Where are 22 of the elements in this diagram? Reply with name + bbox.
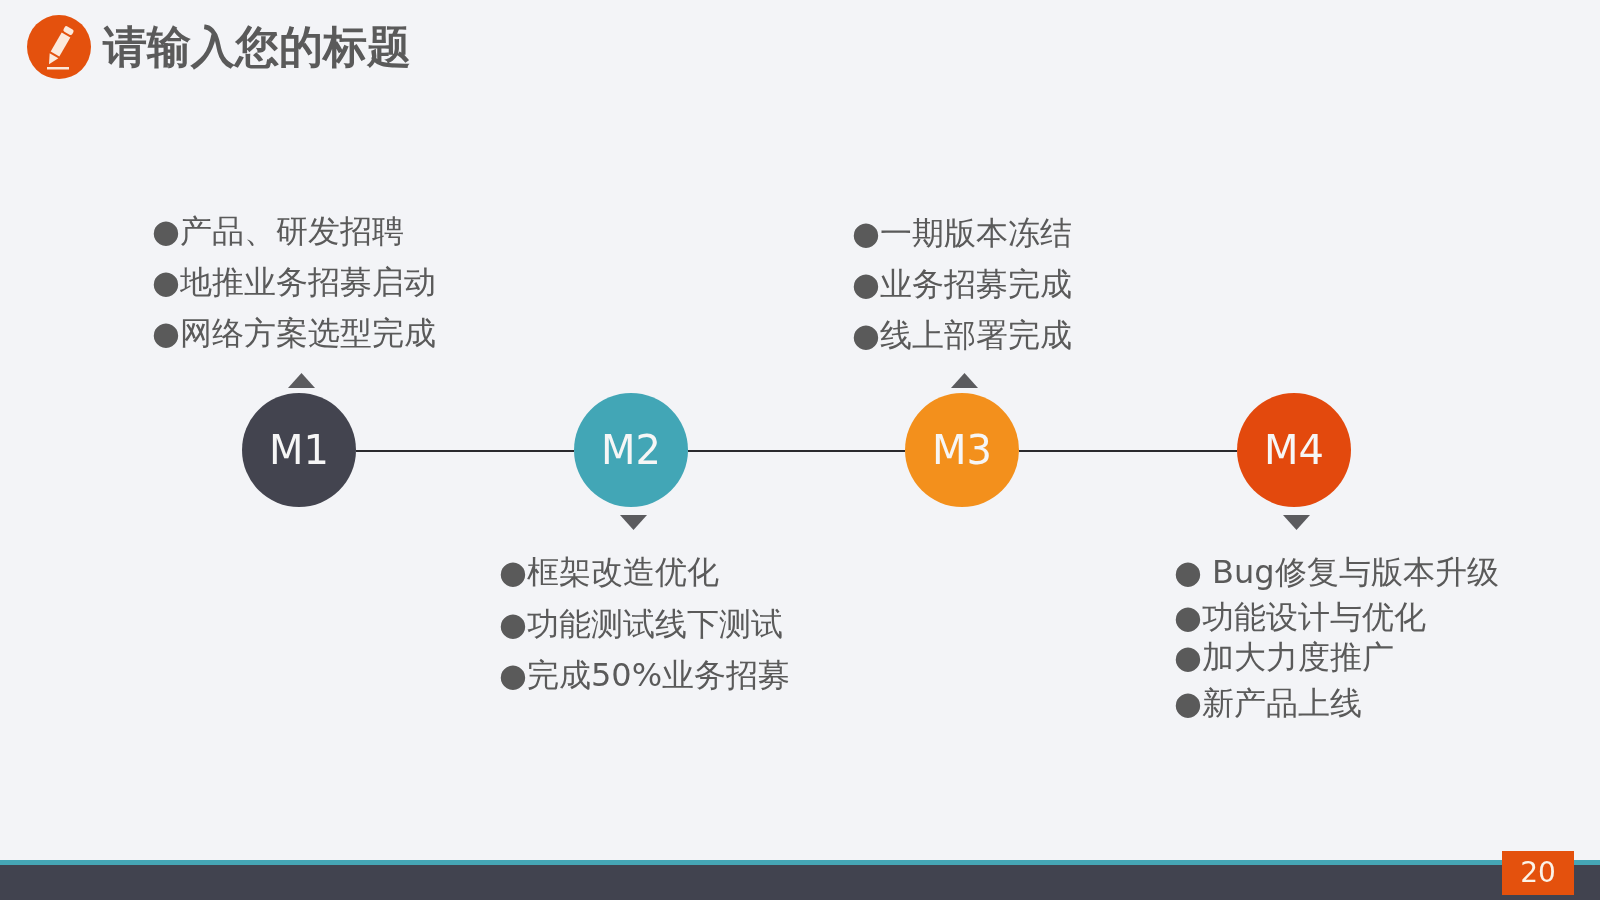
bullet-text: ●一期版本冻结 [852, 214, 1072, 252]
bullet-text: ●功能设计与优化 [1174, 598, 1426, 636]
bullet-text: ●产品、研发招聘 [152, 212, 404, 250]
bullet-text: ● Bug修复与版本升级 [1174, 553, 1499, 591]
bullet-text: ●完成50%业务招募 [499, 656, 791, 694]
connector-line [355, 450, 575, 452]
bullet-text: ●网络方案选型完成 [152, 314, 436, 352]
bullet-text: ●功能测试线下测试 [499, 605, 783, 643]
bullet-text: ●框架改造优化 [499, 553, 719, 591]
bullet-text: ●地推业务招募启动 [152, 263, 436, 301]
milestone-circle: M2 [574, 393, 688, 507]
bullet-text: ●线上部署完成 [852, 316, 1072, 354]
milestone-circle: M3 [905, 393, 1019, 507]
milestone-circle: M4 [1237, 393, 1351, 507]
milestone-circle: M1 [242, 393, 356, 507]
connector-line [1018, 450, 1238, 452]
bullet-text: ●新产品上线 [1174, 684, 1362, 722]
connector-line [687, 450, 906, 452]
bullet-text: ●业务招募完成 [852, 265, 1072, 303]
page-number: 20 [1502, 851, 1574, 895]
bullet-text: ●加大力度推广 [1174, 638, 1394, 676]
slide-title: 请输入您的标题 [103, 20, 411, 74]
